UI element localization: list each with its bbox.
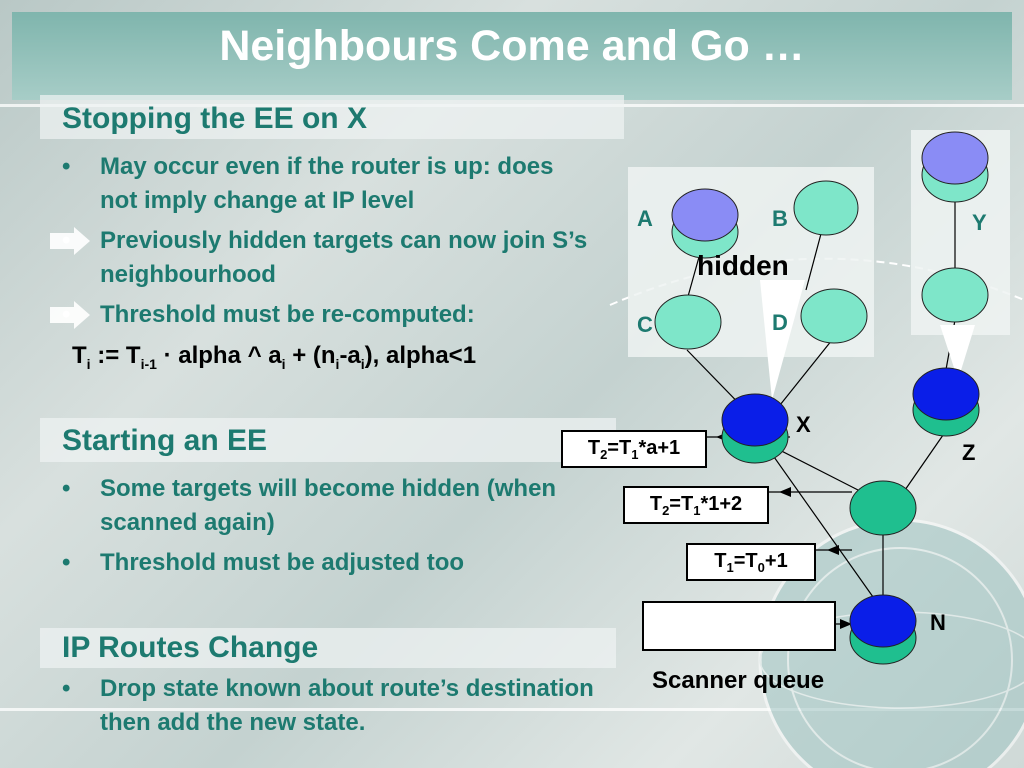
scanner-queue-box [642, 601, 836, 651]
arrow-bullet-icon [50, 301, 90, 329]
hidden-label: hidden [697, 250, 789, 281]
y-callout-pointer [940, 325, 975, 380]
node-router [849, 480, 917, 536]
bullet-item: • Threshold must be adjusted too [62, 546, 572, 580]
bullet-list-ip-routes: • Drop state known about route’s destina… [62, 672, 602, 746]
bullet-item: • Drop state known about route’s destina… [62, 672, 602, 740]
bullet-dot: • [62, 475, 71, 502]
node-label-d: D [772, 310, 788, 335]
node-z [912, 367, 980, 421]
node-d [800, 288, 868, 344]
node-x [721, 393, 789, 447]
bullet-list-stopping: • May occur even if the router is up: do… [50, 150, 592, 338]
diagram-nodes [654, 131, 989, 665]
section-header-starting: Starting an EE [62, 424, 268, 457]
node-label-z: Z [962, 440, 975, 465]
bullet-dot: • [62, 675, 71, 702]
arrow-bullet-icon [50, 227, 90, 255]
node-b [793, 180, 859, 236]
bullet-item: • Some targets will become hidden (when … [62, 472, 572, 540]
node-label-a: A [637, 206, 653, 231]
node-label-b: B [772, 206, 788, 231]
bullet-text: Threshold must be adjusted too [100, 549, 465, 576]
threshold-box-2: T2=T1*1+2 [623, 486, 769, 524]
threshold-formula: Ti := Ti-1 · alpha ^ ai + (ni-ai), alpha… [72, 342, 477, 372]
hidden-callout-pointer [760, 280, 805, 400]
section-header-ip-routes: IP Routes Change [62, 631, 319, 664]
slide-title: Neighbours Come and Go … [219, 22, 805, 70]
section-header-band [40, 95, 624, 139]
divider-line [0, 708, 1024, 711]
section-header-band [40, 628, 616, 668]
node-labels: A B C D Y X Z N hidden [637, 206, 987, 635]
bullet-text: Threshold must be re-computed: [100, 301, 475, 328]
bullet-text: Previously hidden targets can now join S… [100, 227, 588, 288]
bullet-list-starting: • Some targets will become hidden (when … [62, 472, 572, 586]
threshold-box-3: T1=T0+1 [686, 543, 816, 581]
bullet-dot: • [62, 153, 71, 180]
bullet-item: • Threshold must be re-computed: [50, 298, 592, 332]
node-label-x: X [796, 412, 811, 437]
bullet-dot: • [62, 227, 71, 254]
node-n [849, 594, 917, 648]
bullet-dot: • [62, 549, 71, 576]
bullet-text: May occur even if the router is up: does… [100, 153, 554, 214]
node-label-y: Y [972, 210, 987, 235]
node-y [921, 131, 989, 185]
bullet-text: Drop state known about route’s destinati… [100, 675, 594, 736]
bullet-dot: • [62, 301, 71, 328]
bullet-text: Some targets will become hidden (when sc… [100, 475, 557, 536]
bullet-item: • Previously hidden targets can now join… [50, 224, 592, 292]
node-a [671, 188, 739, 242]
node-y-child [921, 267, 989, 323]
section-header-band [40, 418, 616, 462]
title-bar [12, 12, 1012, 100]
threshold-box-1: T2=T1*a+1 [561, 430, 707, 468]
section-header-stopping: Stopping the EE on X [62, 102, 367, 135]
scanner-queue-label: Scanner queue [652, 667, 825, 694]
node-label-c: C [637, 312, 653, 337]
node-label-n: N [930, 610, 946, 635]
node-c [654, 294, 722, 350]
bullet-item: • May occur even if the router is up: do… [62, 150, 592, 218]
